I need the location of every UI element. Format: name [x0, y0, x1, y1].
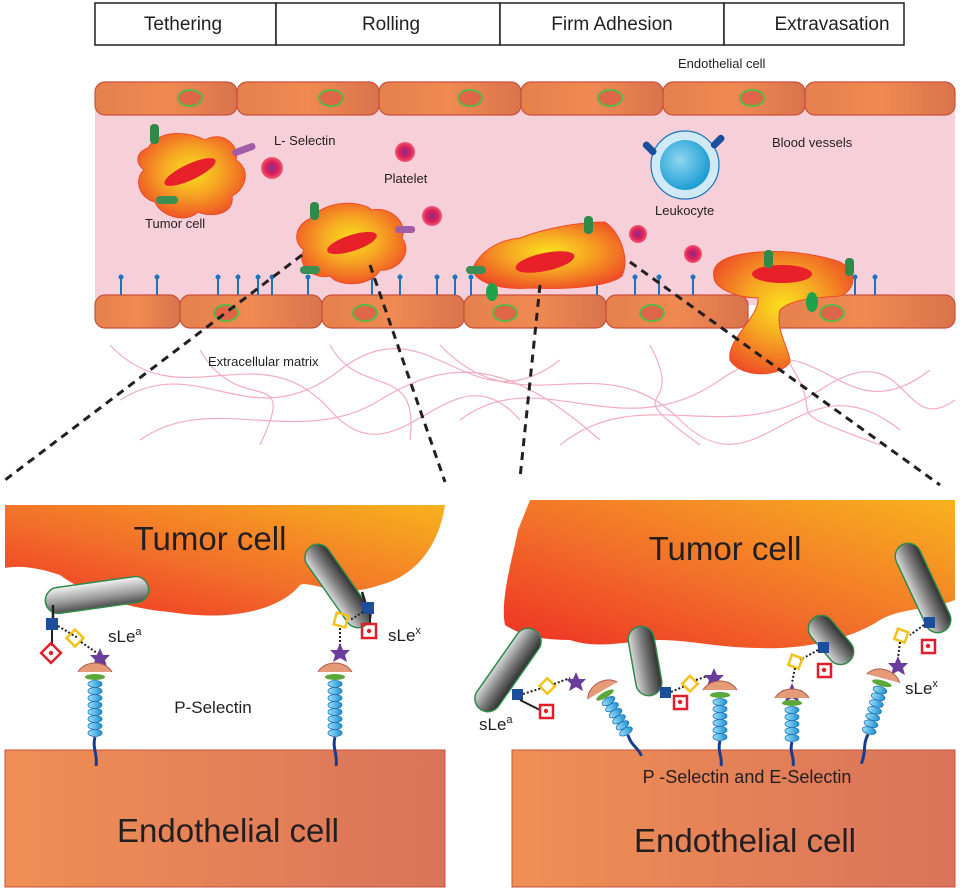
leukocyte: [642, 130, 725, 200]
platelets: [261, 142, 702, 263]
right-slex-label: sLex: [905, 678, 938, 698]
right-slea-label: sLea: [479, 714, 513, 734]
left-endothelial-cell: [4, 749, 446, 888]
stage-label-extravasation: Extravasation: [774, 14, 889, 35]
extracellular-matrix-label: Extracellular matrix: [208, 354, 319, 369]
stage-label-rolling: Rolling: [362, 14, 420, 35]
l-selectin-binding: [232, 142, 256, 157]
stage-box-rolling: [275, 2, 501, 46]
left-tumor-cell-label: Tumor cell: [134, 520, 287, 557]
stage-box-tethering: [94, 2, 277, 46]
l-selectin-label: L- Selectin: [274, 133, 335, 148]
right-zoom-panel: Tumor cell sLea sLex P -Selectin and E-S…: [474, 500, 956, 888]
left-endothelial-cell-label: Endothelial cell: [117, 812, 339, 849]
tumor-cell-tethering: [137, 124, 256, 219]
right-endothelial-cell: [511, 749, 956, 888]
platelet-label: Platelet: [384, 171, 428, 186]
tumor-cell-extravasation: [713, 250, 854, 375]
endothelial-cell-top-label: Endothelial cell: [678, 56, 766, 71]
left-glycoprotein-rod-2: [304, 543, 372, 629]
right-endothelial-cell-label: Endothelial cell: [634, 822, 856, 859]
leukocyte-label: Leukocyte: [655, 203, 714, 218]
right-selectins: [587, 668, 901, 767]
left-slea-glycan: [39, 605, 110, 667]
left-p-selectin-2: [317, 662, 353, 767]
selectin-receptors: [120, 277, 876, 295]
stage-label-tethering: Tethering: [144, 14, 222, 35]
stage-header: Tethering Rolling Firm Adhesion Extravas…: [94, 2, 905, 46]
left-slea-label: sLea: [108, 626, 142, 646]
zoom-guide-lines: [4, 253, 941, 487]
stage-box-firm-adhesion: [499, 2, 725, 46]
top-endothelium: [94, 81, 956, 116]
tumor-cell-label: Tumor cell: [145, 216, 205, 231]
right-tumor-cell-label: Tumor cell: [649, 530, 802, 567]
bottom-endothelium: [94, 294, 956, 329]
left-slex-glycan: [330, 591, 378, 662]
left-slex-label: sLex: [388, 625, 421, 645]
left-p-selectin-label: P-Selectin: [174, 698, 251, 717]
tumor-cell-firm-adhesion: [466, 216, 626, 301]
left-p-selectin-1: [77, 662, 113, 767]
extracellular-matrix: [109, 344, 956, 446]
right-selectins-label: P -Selectin and E-Selectin: [643, 767, 852, 787]
tumor-cell-rolling: [296, 202, 415, 285]
stage-label-firm-adhesion: Firm Adhesion: [551, 14, 672, 35]
blood-vessels-label: Blood vessels: [772, 135, 853, 150]
left-zoom-panel: sLea sLex: [4, 505, 446, 888]
left-glycoprotein-rod-1: [44, 575, 150, 615]
stage-box-extravasation: [723, 2, 905, 46]
